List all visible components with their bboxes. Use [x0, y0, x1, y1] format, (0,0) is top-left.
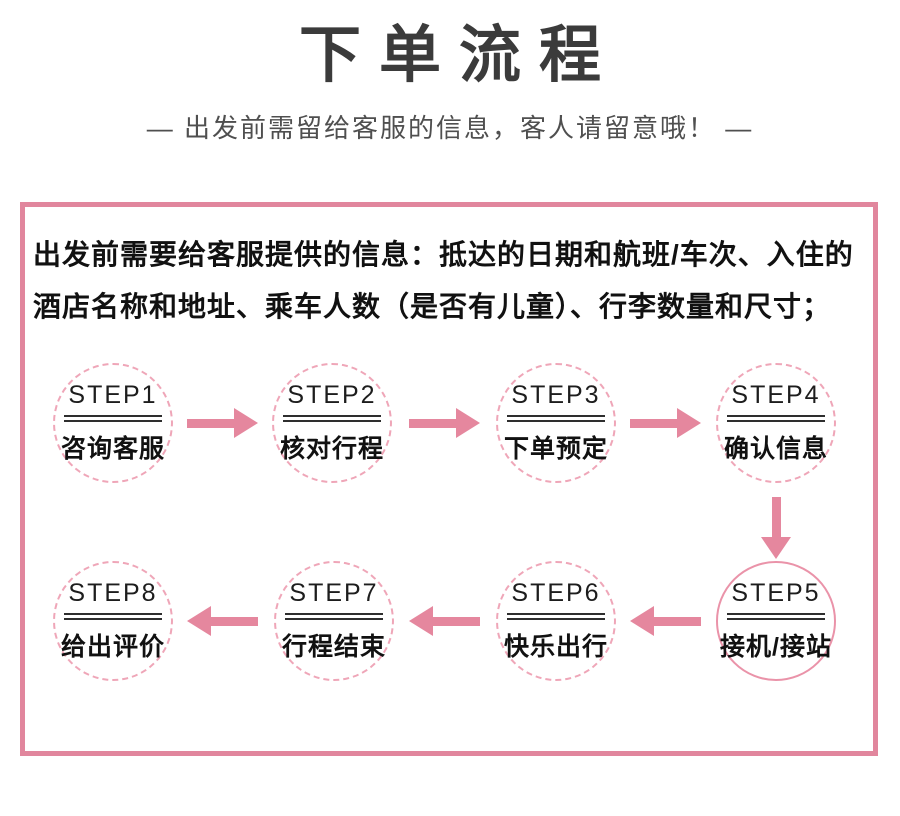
arrow-shaft [654, 616, 701, 626]
flow-arrow-left-icon [187, 606, 258, 636]
step-circle-6: STEP6 快乐出行 [496, 561, 616, 681]
step-label: 快乐出行 [503, 633, 608, 661]
arrow-head [234, 408, 258, 438]
step-divider [727, 415, 825, 422]
step-id: STEP1 [68, 381, 158, 409]
step-circle-5: STEP5 接机/接站 [716, 561, 836, 681]
step-label: 核对行程 [279, 435, 384, 463]
step-label: 给出评价 [60, 633, 165, 661]
notice-line-1: 出发前需要给客服提供的信息：抵达的日期和航班/车次、入住的 [33, 239, 854, 270]
arrow-head [630, 606, 654, 636]
arrow-head [677, 408, 701, 438]
arrow-head [456, 408, 480, 438]
step-label: 下单预定 [503, 435, 608, 463]
arrow-shaft [211, 616, 258, 626]
arrow-shaft [771, 497, 781, 537]
arrow-shaft [409, 418, 456, 428]
step-id: STEP6 [511, 579, 601, 607]
step-divider [64, 415, 162, 422]
arrow-shaft [187, 418, 234, 428]
step-id: STEP5 [731, 579, 821, 607]
step-circle-8: STEP8 给出评价 [53, 561, 173, 681]
arrow-shaft [630, 418, 677, 428]
flow-arrow-left-icon [630, 606, 701, 636]
notice-text: 出发前需要给客服提供的信息：抵达的日期和航班/车次、入住的 酒店名称和地址、乘车… [25, 207, 873, 333]
arrow-head [187, 606, 211, 636]
step-circle-4: STEP4 确认信息 [716, 363, 836, 483]
flow-arrow-right-icon [187, 408, 258, 438]
step-id: STEP4 [731, 381, 821, 409]
flow-arrow-right-icon [409, 408, 480, 438]
step-divider [727, 613, 825, 620]
flow-arrow-left-icon [409, 606, 480, 636]
step-divider [64, 613, 162, 620]
step-circle-7: STEP7 行程结束 [274, 561, 394, 681]
step-label: 行程结束 [281, 633, 386, 661]
step-id: STEP7 [289, 579, 379, 607]
process-box: 出发前需要给客服提供的信息：抵达的日期和航班/车次、入住的 酒店名称和地址、乘车… [20, 202, 878, 756]
step-label: 确认信息 [723, 435, 828, 463]
step-circle-3: STEP3 下单预定 [496, 363, 616, 483]
page-title: 下单流程 [298, 21, 619, 90]
flow-arrow-down-icon [761, 497, 791, 559]
step-id: STEP8 [68, 579, 158, 607]
page-subtitle: — 出发前需留给客服的信息，客人请留意哦！ — [146, 113, 754, 143]
step-circle-1: STEP1 咨询客服 [53, 363, 173, 483]
flow-arrow-right-icon [630, 408, 701, 438]
step-label: 接机/接站 [720, 633, 832, 661]
step-divider [285, 613, 383, 620]
step-circle-2: STEP2 核对行程 [272, 363, 392, 483]
step-id: STEP3 [511, 381, 601, 409]
arrow-head [409, 606, 433, 636]
step-divider [507, 613, 605, 620]
step-divider [507, 415, 605, 422]
notice-line-2: 酒店名称和地址、乘车人数（是否有儿童）、行李数量和尺寸； [33, 291, 832, 322]
step-label: 咨询客服 [60, 435, 165, 463]
step-divider [283, 415, 381, 422]
arrow-shaft [433, 616, 480, 626]
arrow-head [761, 537, 791, 559]
step-id: STEP2 [287, 381, 377, 409]
